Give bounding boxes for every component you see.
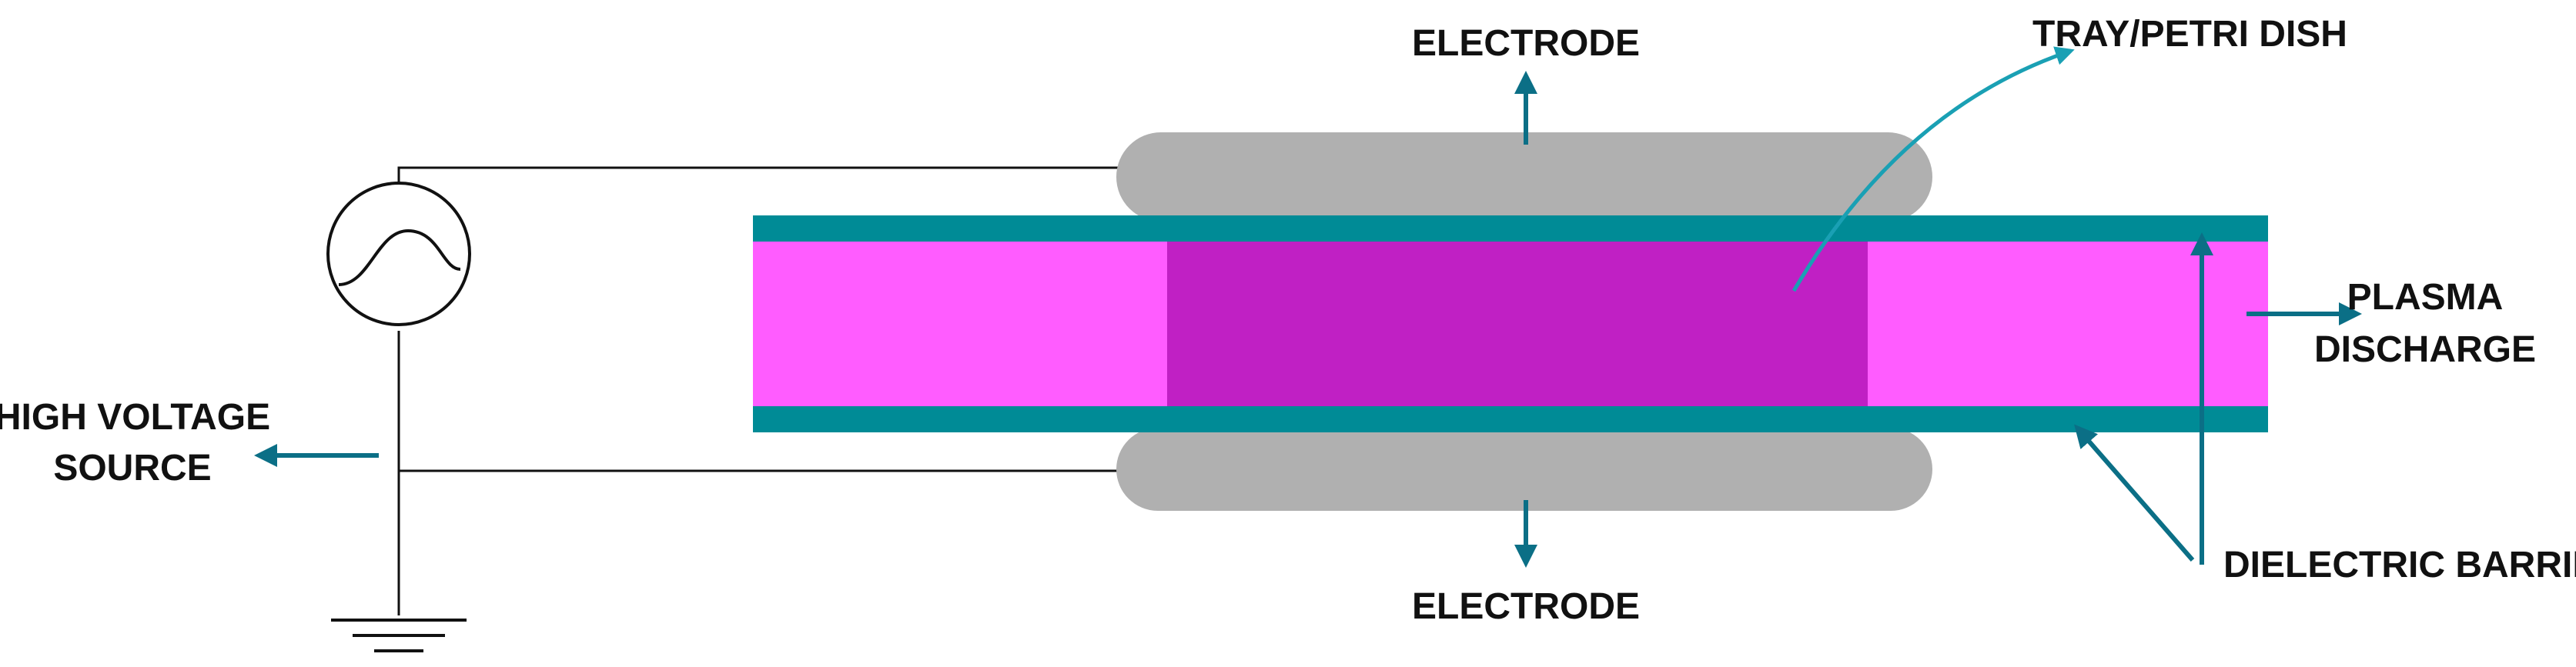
bottom-electrode [1116, 428, 1932, 511]
label-electrode-bottom: ELECTRODE [1412, 586, 1640, 627]
label-plasma-line1: PLASMA [2347, 277, 2504, 318]
label-hv-line1: HIGH VOLTAGE [0, 397, 270, 438]
label-dielectric: DIELECTRIC BARRIER [2223, 545, 2576, 585]
tray-petri-dish [1167, 242, 1868, 406]
arrow-tray [1791, 46, 2075, 292]
top-electrode [1116, 132, 1932, 222]
dielectric-barrier-top [753, 215, 2268, 242]
dielectric-barrier-bottom [753, 406, 2268, 432]
arrow-dielectric-bottom [2074, 424, 2195, 562]
label-tray: TRAY/PETRI DISH [2032, 14, 2347, 55]
label-hv-line2: SOURCE [53, 448, 211, 489]
ac-voltage-source-icon [326, 182, 471, 326]
ground-icon [331, 619, 467, 652]
label-electrode-top: ELECTRODE [1412, 23, 1640, 64]
label-plasma-line2: DISCHARGE [2314, 329, 2536, 370]
